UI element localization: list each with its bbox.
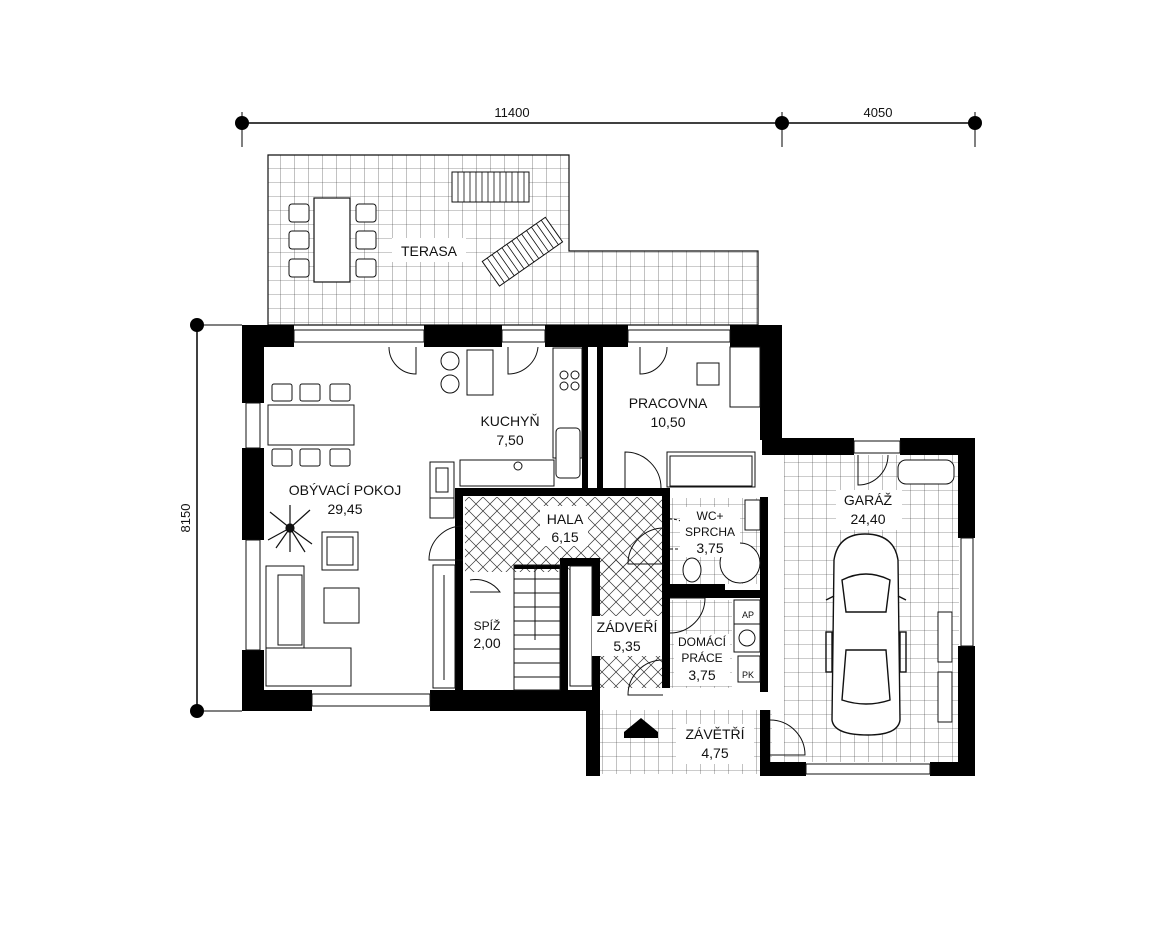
room-label-spiz: SPÍŽ [474,618,501,633]
room-label-wc-line2: SPRCHA [685,525,735,539]
room-label-hala: HALA [547,511,584,527]
entrance-step [624,732,658,738]
terrace-chairs [288,203,377,278]
hala-label-bg [540,506,588,546]
windows [245,329,974,775]
plant-icon [267,505,313,553]
domaci-label-bg [674,634,730,686]
walls [242,325,975,776]
car-icon [825,533,907,736]
dimension-lines [190,112,982,718]
room-area-wc: 3,75 [696,540,723,556]
zavetri-label-bg [676,724,754,764]
wc-label-bg [680,507,740,557]
pk-label: PK [742,670,754,680]
garaz-label-bg [836,490,902,530]
room-area-zadveri: 5,35 [613,638,640,654]
room-label-garaz: GARÁŽ [844,492,893,508]
room-area-obyvaci: 29,45 [327,501,362,517]
room-area-hala: 6,15 [551,529,578,545]
terrace-table [313,197,351,283]
room-label-zadveri: ZÁDVEŘÍ [597,619,658,635]
room-area-zavetri: 4,75 [701,745,728,761]
sun-lounger [451,171,530,203]
room-label-kuchyn: KUCHYŇ [480,413,539,429]
room-label-obyvaci: OBÝVACÍ POKOJ [289,482,402,498]
room-area-domaci: 3,75 [688,667,715,683]
room-label-terasa: TERASA [401,243,458,259]
terasa-label-bg [392,238,466,262]
entrance-arrow-icon [624,718,658,732]
room-area-kuchyn: 7,50 [496,432,523,448]
dimension-top-right: 4050 [864,105,893,120]
room-area-spiz: 2,00 [473,635,500,651]
room-label-domaci-line1: DOMÁCÍ [678,634,727,649]
room-area-pracovna: 10,50 [650,414,685,430]
ap-label: AP [742,610,754,620]
dimension-top-left: 11400 [494,105,529,120]
dimension-left-vertical: 8150 [178,504,193,533]
room-label-pracovna: PRACOVNA [629,395,708,411]
fixture-labels: AP PK [742,610,754,680]
room-label-domaci-line2: PRÁCE [681,650,722,665]
terrace [267,154,759,326]
zadveri-label-bg [592,616,662,656]
room-area-garaz: 24,40 [850,511,885,527]
spiz-label-bg [468,615,508,653]
room-label-wc-line1: WC+ [697,509,724,523]
sun-lounger [481,216,564,287]
doors [388,346,889,756]
furniture [265,346,955,723]
room-label-zavetri: ZÁVĚTŘÍ [685,726,744,742]
